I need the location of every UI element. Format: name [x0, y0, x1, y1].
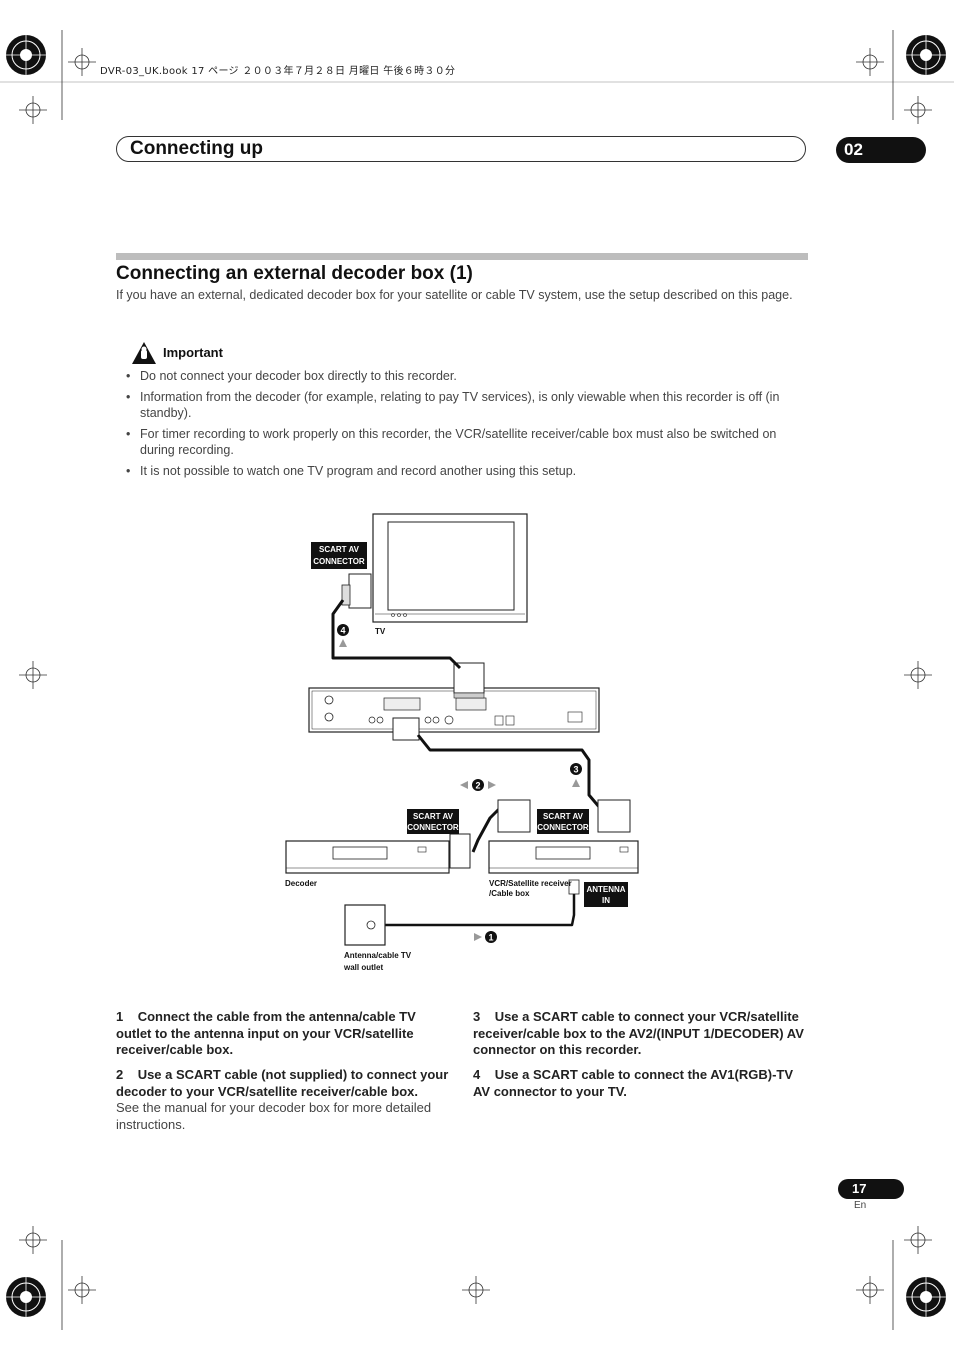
decoder-illustration: [285, 840, 450, 874]
step-2: 2 Use a SCART cable (not supplied) to co…: [116, 1067, 454, 1133]
scart-label-vcr-1: SCART AV: [543, 812, 584, 821]
step-3: 3 Use a SCART cable to connect your VCR/…: [473, 1009, 811, 1059]
warning-icon: [132, 342, 156, 364]
step-2-text: Use a SCART cable (not supplied) to conn…: [116, 1067, 449, 1099]
step-3-number: 3: [473, 1009, 481, 1024]
vcr-illustration: [488, 840, 639, 874]
scart-label-tv-2: CONNECTOR: [313, 557, 365, 566]
section-intro: If you have an external, dedicated decod…: [116, 288, 793, 302]
wall-outlet-illustration: [344, 904, 386, 946]
important-list: Do not connect your decoder box directly…: [126, 368, 810, 484]
antenna-label-2: IN: [602, 896, 610, 905]
step-4: 4 Use a SCART cable to connect the AV1(R…: [473, 1067, 811, 1100]
chapter-bar: [116, 136, 806, 162]
list-item: Do not connect your decoder box directly…: [126, 368, 810, 384]
list-item: Information from the decoder (for exampl…: [126, 389, 810, 421]
vcr-label-1: VCR/Satellite receiver: [489, 879, 572, 888]
section-title: Connecting an external decoder box (1): [116, 263, 473, 284]
antenna-label-1: ANTENNA: [586, 885, 625, 894]
scart-label-decoder-1: SCART AV: [413, 812, 454, 821]
marker-4: 4: [340, 626, 345, 636]
connection-diagram: SCART AV CONNECTOR SCART AV CONNECTOR SC…: [285, 513, 639, 972]
step-1-number: 1: [116, 1009, 124, 1024]
important-label: Important: [163, 345, 223, 360]
step-3-text: Use a SCART cable to connect your VCR/sa…: [473, 1009, 804, 1057]
decoder-label: Decoder: [285, 879, 317, 888]
marker-1: 1: [488, 933, 493, 943]
marker-2: 2: [475, 781, 480, 791]
scart-label-decoder-2: CONNECTOR: [407, 823, 459, 832]
tv-label: TV: [375, 627, 386, 636]
scart-label-tv-1: SCART AV: [319, 545, 360, 554]
tv-illustration: [372, 513, 528, 623]
page-number: 17: [838, 1179, 904, 1199]
step-4-number: 4: [473, 1067, 481, 1082]
step-1: 1 Connect the cable from the antenna/cab…: [116, 1009, 454, 1059]
chapter-title: Connecting up: [130, 138, 263, 159]
step-4-text: Use a SCART cable to connect the AV1(RGB…: [473, 1067, 794, 1099]
page-language: En: [854, 1200, 867, 1211]
print-header: DVR-03_UK.book 17 ページ ２００３年７月２８日 月曜日 午後６…: [100, 66, 456, 77]
step-2-number: 2: [116, 1067, 124, 1082]
vcr-label-2: /Cable box: [489, 889, 530, 898]
marker-3: 3: [573, 765, 578, 775]
step-1-text: Connect the cable from the antenna/cable…: [116, 1009, 416, 1057]
step-2-note: See the manual for your decoder box for …: [116, 1100, 432, 1132]
list-item: It is not possible to watch one TV progr…: [126, 463, 810, 479]
outlet-label-1: Antenna/cable TV: [344, 951, 412, 960]
chapter-number: 02: [836, 137, 926, 163]
outlet-label-2: wall outlet: [343, 963, 383, 972]
section-rule: [116, 253, 808, 260]
list-item: For timer recording to work properly on …: [126, 426, 810, 458]
scart-label-vcr-2: CONNECTOR: [537, 823, 589, 832]
